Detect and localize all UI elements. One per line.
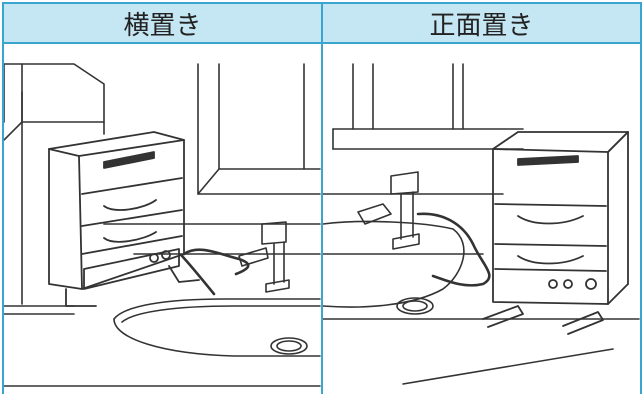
countertop: [4, 223, 321, 387]
wall-cabinet: [4, 63, 105, 305]
illustration-side-placement: [2, 44, 323, 394]
dishwasher: [482, 131, 629, 335]
water-hose: [180, 248, 250, 296]
water-hose: [416, 212, 491, 287]
dishwasher: [48, 131, 200, 307]
faucet: [238, 221, 290, 293]
faucet: [357, 171, 420, 250]
sink-basin: [323, 220, 465, 315]
illustration-front-placement: [321, 44, 642, 394]
column-header-side: 横置き: [2, 2, 323, 44]
window: [197, 63, 321, 195]
window: [332, 63, 524, 150]
column-header-front: 正面置き: [321, 2, 642, 44]
sink-basin: [113, 298, 321, 357]
